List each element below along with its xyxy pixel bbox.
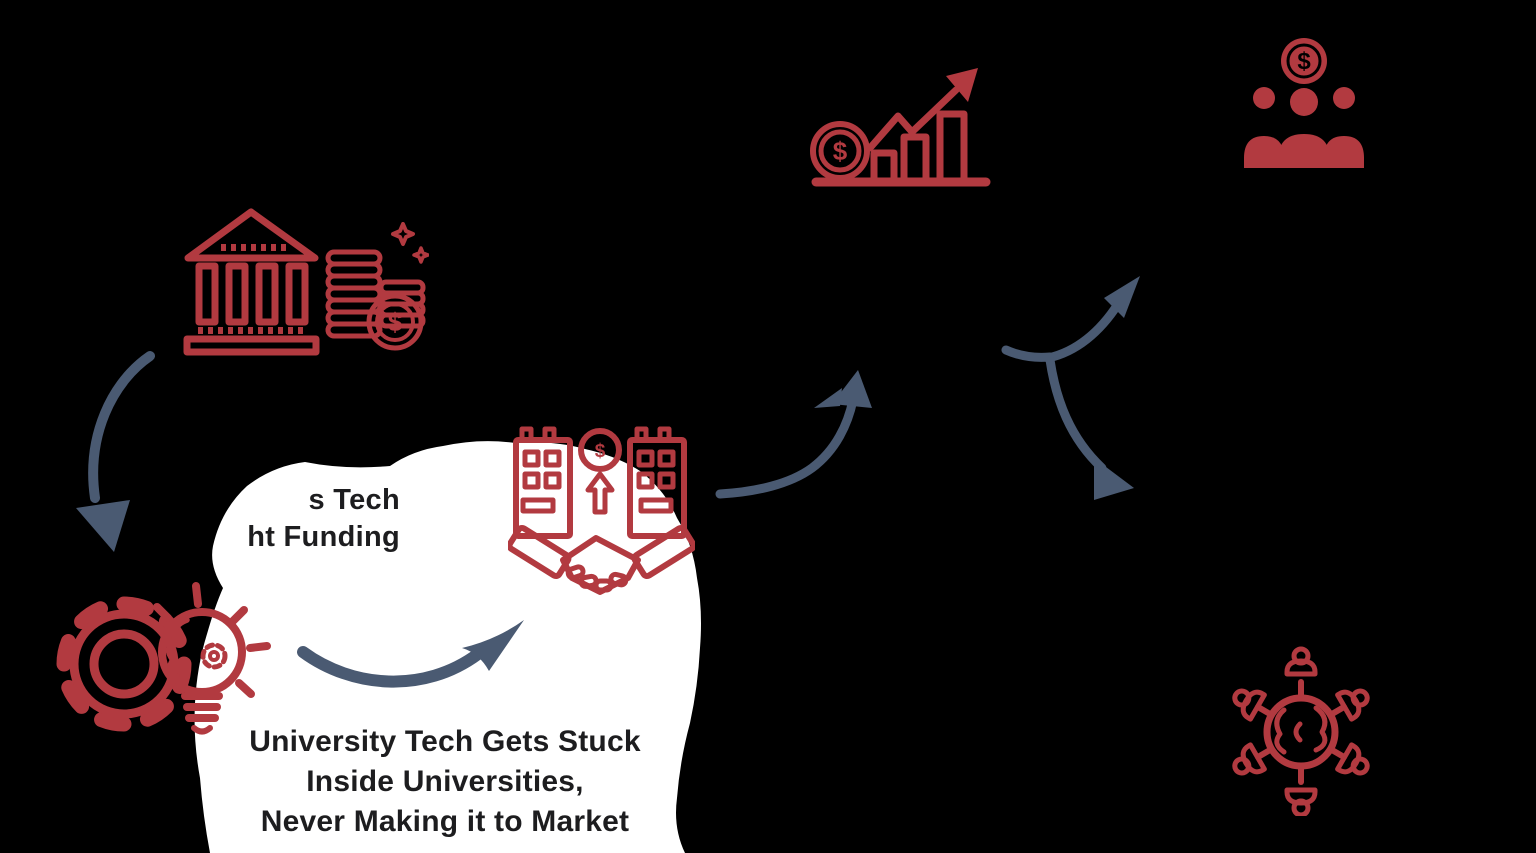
deal-dollar-glyph: $ (595, 441, 606, 462)
arrow-handshake-to-growth (715, 370, 872, 499)
network-people (1232, 646, 1370, 816)
funding-caption-line2: ht Funding (247, 521, 400, 553)
coin-dollar-glyph: $ (388, 307, 403, 337)
stuck-caption: University Tech Gets Stuck Inside Univer… (245, 722, 645, 842)
crowdfunding-network-icon (1220, 644, 1382, 816)
growth-chart-icon: $ (810, 58, 992, 190)
arrow-university-to-idea (76, 351, 155, 552)
money-coins-icon: $ (323, 222, 429, 352)
stuck-caption-line1: University Tech Gets Stuck (249, 725, 641, 758)
tech-transfer-handshake-icon: $ (508, 420, 695, 616)
investors-people-icon: $ (1236, 36, 1373, 168)
arrow-growth-fork (1001, 276, 1140, 500)
network-spokes (1255, 679, 1347, 785)
growth-dollar-glyph: $ (833, 136, 848, 166)
idea-rays (153, 582, 271, 698)
stuck-caption-line3: Never Making it to Market (260, 805, 630, 838)
investors-dollar-glyph: $ (1297, 48, 1311, 75)
university-building-icon (183, 206, 320, 358)
globe-swirls (1274, 705, 1328, 755)
idea-gear-lightbulb-icon (52, 568, 272, 750)
stuck-caption-line2: Inside Universities, (306, 765, 584, 798)
funding-caption-fragment: s Tech ht Funding (205, 482, 400, 556)
funding-caption-line1: s Tech (308, 484, 400, 516)
